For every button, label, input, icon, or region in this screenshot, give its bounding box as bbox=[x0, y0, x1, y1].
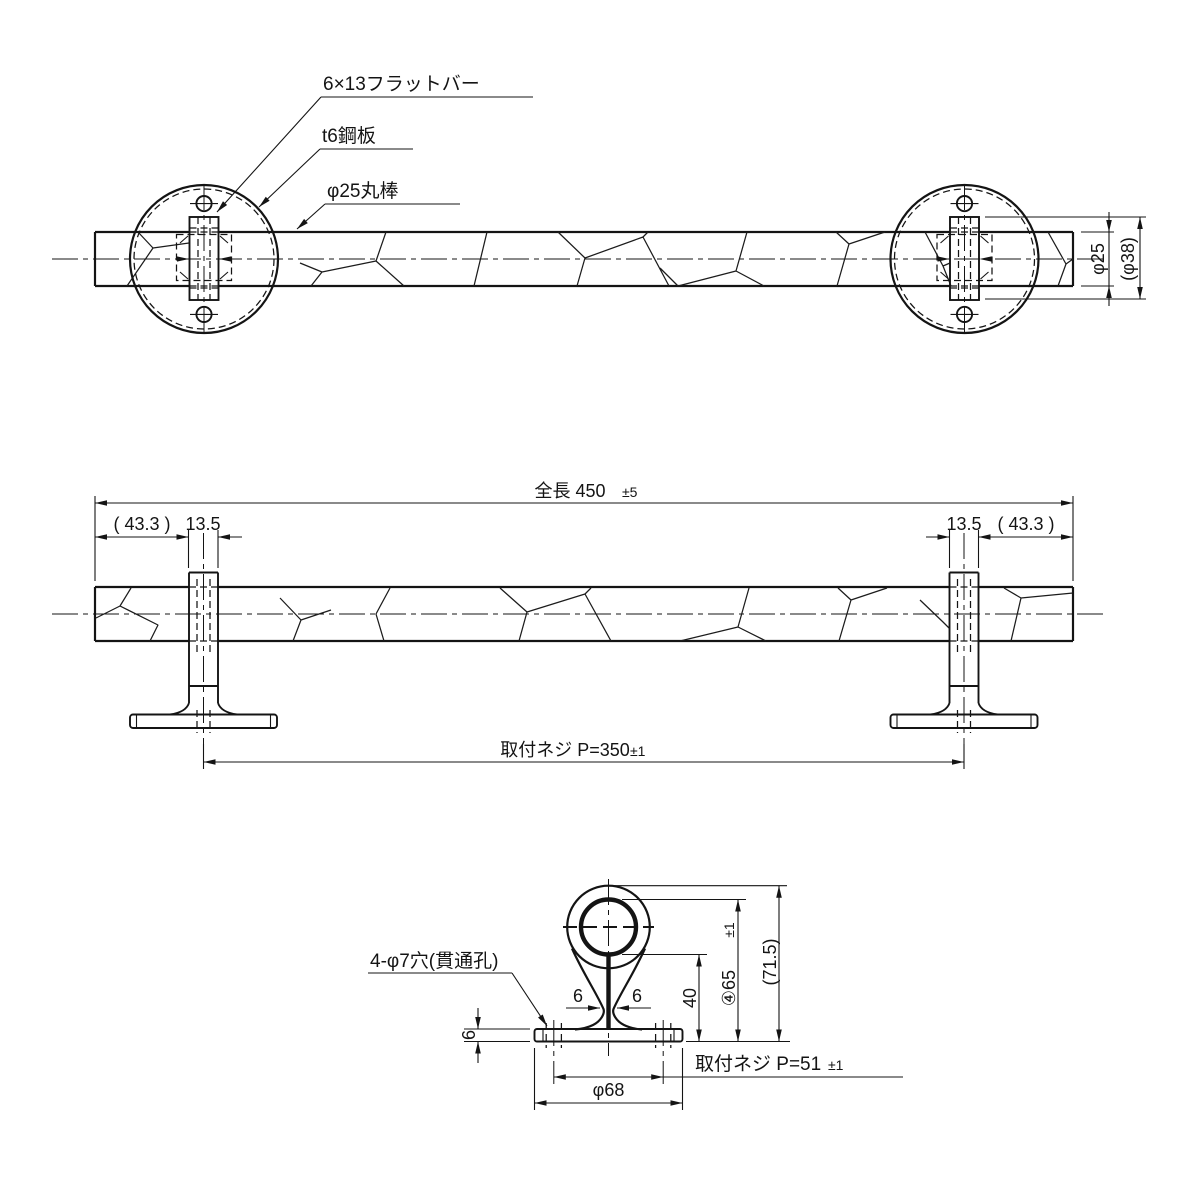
flange-left bbox=[128, 183, 280, 335]
dim-text-overall-tol: ±5 bbox=[622, 484, 638, 500]
dim-base-thickness: 6 bbox=[459, 1008, 530, 1063]
dim-overall-length: 全長 450 ±5 bbox=[94, 481, 1074, 581]
dim-base-diameter: φ68 bbox=[533, 1048, 684, 1110]
side-view: 全長 450 ±5 ( 43.3 ) 13.5 13.5 ( 43.3 ) 取 bbox=[52, 481, 1105, 769]
dim-text-base-dia: φ68 bbox=[593, 1080, 625, 1100]
dim-text-base-thickness: 6 bbox=[459, 1030, 479, 1040]
dim-height-40: 40 bbox=[622, 953, 707, 1042]
dim-text-overall: 全長 450 bbox=[534, 481, 605, 501]
bar-outline-side bbox=[93, 585, 1075, 643]
dim-left-offset: ( 43.3 ) 13.5 bbox=[95, 514, 242, 568]
dim-text-height-71: (71.5) bbox=[760, 938, 780, 985]
hammer-texture-front bbox=[126, 231, 1074, 287]
teardrop-left bbox=[570, 948, 605, 1031]
base-plate-section bbox=[533, 1028, 684, 1043]
label-round-bar: φ25丸棒 bbox=[327, 180, 398, 202]
dim-text-neck-left: 6 bbox=[573, 986, 583, 1006]
hole-hidden-lines bbox=[545, 1020, 672, 1084]
dim-text-base-pitch: 取付ネジ P=51 bbox=[695, 1053, 821, 1075]
flange-hidden-circle bbox=[893, 188, 1036, 330]
dim-height-71: (71.5) bbox=[614, 885, 787, 1042]
dim-right-offset: 13.5 ( 43.3 ) bbox=[926, 514, 1073, 568]
dim-height-65: ④65 ±1 bbox=[622, 898, 746, 1042]
leader-flat-bar: 6×13フラットバー bbox=[216, 74, 533, 213]
leader-steel-plate: t6鋼板 bbox=[258, 125, 413, 208]
bracket-left-side bbox=[129, 533, 278, 744]
leader-round-bar: φ25丸棒 bbox=[296, 180, 460, 230]
flange-hidden-circle bbox=[133, 188, 275, 330]
dim-text-left-width: 13.5 bbox=[185, 514, 220, 534]
hammer-texture-side bbox=[95, 587, 1074, 642]
dim-neck: 6 6 bbox=[566, 986, 651, 1011]
leader-holes: 4-φ7穴(貫通孔) bbox=[368, 950, 548, 1027]
dim-text-height-65: ④65 bbox=[719, 970, 739, 1006]
dim-text-left-offset: ( 43.3 ) bbox=[113, 514, 170, 534]
dim-bar-diameter: φ25 bbox=[1081, 212, 1114, 306]
dim-screw-pitch: 取付ネジ P=350 ±1 bbox=[202, 740, 965, 769]
teardrop-right bbox=[612, 948, 647, 1031]
label-flat-bar: 6×13フラットバー bbox=[323, 74, 480, 95]
front-view: 6×13フラットバー t6鋼板 φ25丸棒 φ25 (φ38) bbox=[52, 74, 1146, 335]
dim-ring-diameter: (φ38) bbox=[985, 216, 1146, 300]
dim-base-pitch: 取付ネジ P=51 ±1 bbox=[553, 1053, 903, 1080]
dim-text-ring-dia: (φ38) bbox=[1118, 237, 1138, 281]
flange-right bbox=[889, 183, 1040, 335]
section-view: 4-φ7穴(貫通孔) 6 6 6 40 ④6 bbox=[368, 879, 903, 1110]
dim-text-neck-right: 6 bbox=[632, 986, 642, 1006]
dim-text-bar-dia: φ25 bbox=[1088, 243, 1108, 275]
label-steel-plate: t6鋼板 bbox=[322, 125, 376, 147]
dim-text-right-offset: ( 43.3 ) bbox=[997, 514, 1054, 534]
dim-text-pitch: 取付ネジ P=350 bbox=[500, 740, 630, 760]
label-holes: 4-φ7穴(貫通孔) bbox=[370, 950, 498, 972]
dim-text-right-width: 13.5 bbox=[946, 514, 981, 534]
dim-text-base-pitch-tol: ±1 bbox=[828, 1057, 844, 1073]
dim-text-pitch-tol: ±1 bbox=[630, 743, 646, 759]
dim-text-height-40: 40 bbox=[680, 988, 700, 1008]
dim-text-height-65-tol: ±1 bbox=[721, 922, 737, 938]
bracket-right-side bbox=[889, 533, 1039, 744]
